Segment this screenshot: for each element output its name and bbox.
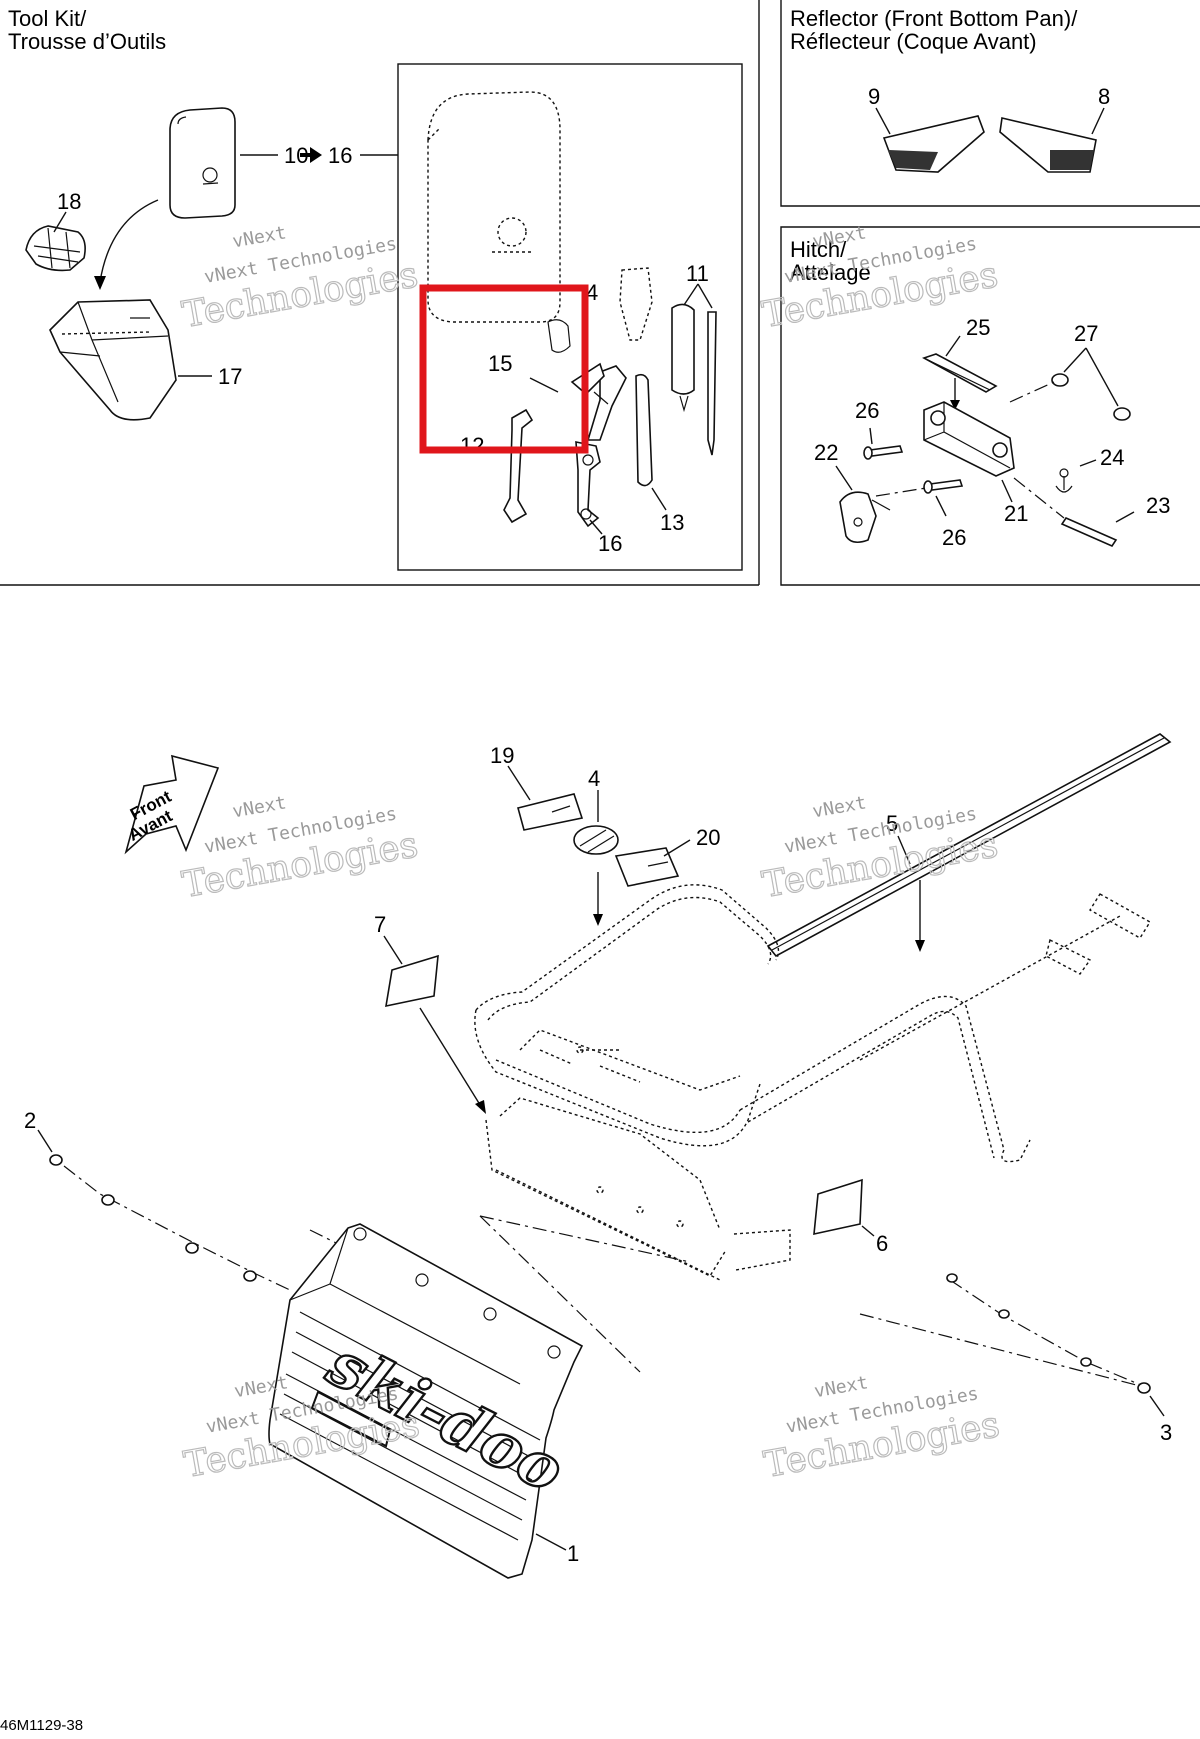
screwdriver-drawing-11 [671, 303, 717, 456]
hitch-plate-axis [875, 487, 927, 497]
watermark-hitch: vNext vNext Technologies Technologies [759, 222, 1002, 336]
callout-4: 4 [588, 766, 600, 791]
emblem-drawing-4 [573, 825, 619, 855]
decal-drawing-20 [614, 847, 680, 887]
reflector-title-line1: Reflector (Front Bottom Pan)/ [790, 6, 1078, 31]
callout-8: 8 [1098, 84, 1110, 109]
tray-drawing-17 [49, 299, 177, 421]
screw-drawing-2 [49, 1154, 257, 1282]
pin-drawing-23 [1060, 516, 1118, 548]
screw-axis-left [63, 1165, 291, 1291]
hitch-title-line2: Attelage [790, 260, 871, 285]
tool-kit-title-line1: Tool Kit/ [8, 6, 87, 31]
callout-26-top: 26 [855, 398, 879, 423]
clip-drawing-24 [1055, 468, 1073, 493]
callout-15: 15 [488, 351, 512, 376]
callout-3: 3 [1160, 1420, 1172, 1445]
callout-5: 5 [886, 811, 898, 836]
callout-6: 6 [876, 1231, 888, 1256]
wrench-drawing-15 [570, 362, 627, 441]
callout-16-range-end: 16 [328, 143, 352, 168]
callout-18: 18 [57, 189, 81, 214]
callout-16: 16 [598, 531, 622, 556]
spanner-drawing-16 [575, 441, 601, 528]
watermark-line1: vNext [231, 222, 288, 252]
callout-21: 21 [1004, 501, 1028, 526]
callout-14: 4 [586, 280, 598, 305]
watermark-line1: vNext [811, 792, 868, 822]
open-wrench-drawing-12 [503, 408, 534, 524]
screw-axis-right-2 [859, 1313, 1149, 1389]
strap-drawing-13 [635, 373, 653, 487]
decal-drawing-6 [813, 1178, 863, 1236]
reflector-title-line2: Réflecteur (Coque Avant) [790, 29, 1037, 54]
highlight-box [419, 284, 589, 454]
tool-kit-title-line2: Trousse d’Outils [8, 29, 166, 54]
screw-drawing-3 [946, 1273, 1151, 1394]
decal-drawing-19 [517, 793, 584, 831]
callout-22: 22 [814, 440, 838, 465]
callout-23: 23 [1146, 493, 1170, 518]
trim-strip-drawing-5 [766, 733, 1172, 958]
hitch-bracket-drawing-21 [923, 401, 1015, 477]
callout-15-leader [529, 377, 559, 393]
callout-7: 7 [374, 912, 386, 937]
hitch-panel [780, 226, 1200, 586]
callout-9: 9 [868, 84, 880, 109]
hitch-title-line1: Hitch/ [790, 237, 847, 262]
callout-13: 13 [660, 510, 684, 535]
watermark-line1: vNext [813, 1372, 870, 1402]
reflector-drawing-8 [999, 117, 1097, 173]
reflector-panel [780, 0, 1200, 207]
tool-kit-panel [0, 0, 760, 586]
tool-kit-pouch-dotted [427, 91, 561, 323]
callout-2: 2 [24, 1108, 36, 1133]
decal-drawing-7 [385, 954, 439, 1008]
callout-1: 1 [567, 1541, 579, 1566]
hitch-bar-drawing-25 [922, 353, 998, 393]
callout-26-bottom: 26 [942, 525, 966, 550]
bolt-drawing-26-top [863, 445, 904, 460]
pin-axis-line [1013, 477, 1065, 519]
holder-drawing-18 [25, 225, 86, 272]
watermark-line1: vNext [231, 792, 288, 822]
hitch-plate-drawing-22 [839, 491, 891, 544]
bag-arrow-leader [99, 199, 159, 283]
callout-25: 25 [966, 315, 990, 340]
nut-axis-line [1009, 381, 1055, 403]
nut-drawing-27 [1051, 373, 1131, 421]
bolt-drawing-26-bottom [923, 479, 964, 494]
callout-11: 11 [686, 261, 709, 286]
bumper-frame-dotted [474, 884, 1151, 1281]
socket-drawing-14 [547, 267, 653, 353]
right-arrow-icon [300, 147, 322, 163]
callout-12: 12 [460, 433, 484, 458]
drawing-code: 46M1129-38 [0, 1717, 83, 1734]
tool-kit-bag-drawing [169, 107, 236, 219]
front-bottom-pan-drawing-1: ski-doo [268, 1223, 584, 1579]
watermark-tool-kit: vNext vNext Technologies Technologies [179, 222, 422, 336]
reflector-drawing-9 [882, 115, 985, 173]
callout-17: 17 [218, 364, 242, 389]
watermark-strip: vNext vNext Technologies Technologies [759, 792, 1002, 906]
pan-axis-line-2 [479, 1215, 691, 1263]
watermark-screws: vNext vNext Technologies Technologies [760, 1372, 1003, 1486]
callout-19: 19 [490, 743, 514, 768]
callout-20: 20 [696, 825, 720, 850]
callout-27: 27 [1074, 321, 1098, 346]
screw-axis-right [949, 1279, 1149, 1389]
pan-axis-line [479, 1215, 641, 1373]
callout-24: 24 [1100, 445, 1124, 470]
